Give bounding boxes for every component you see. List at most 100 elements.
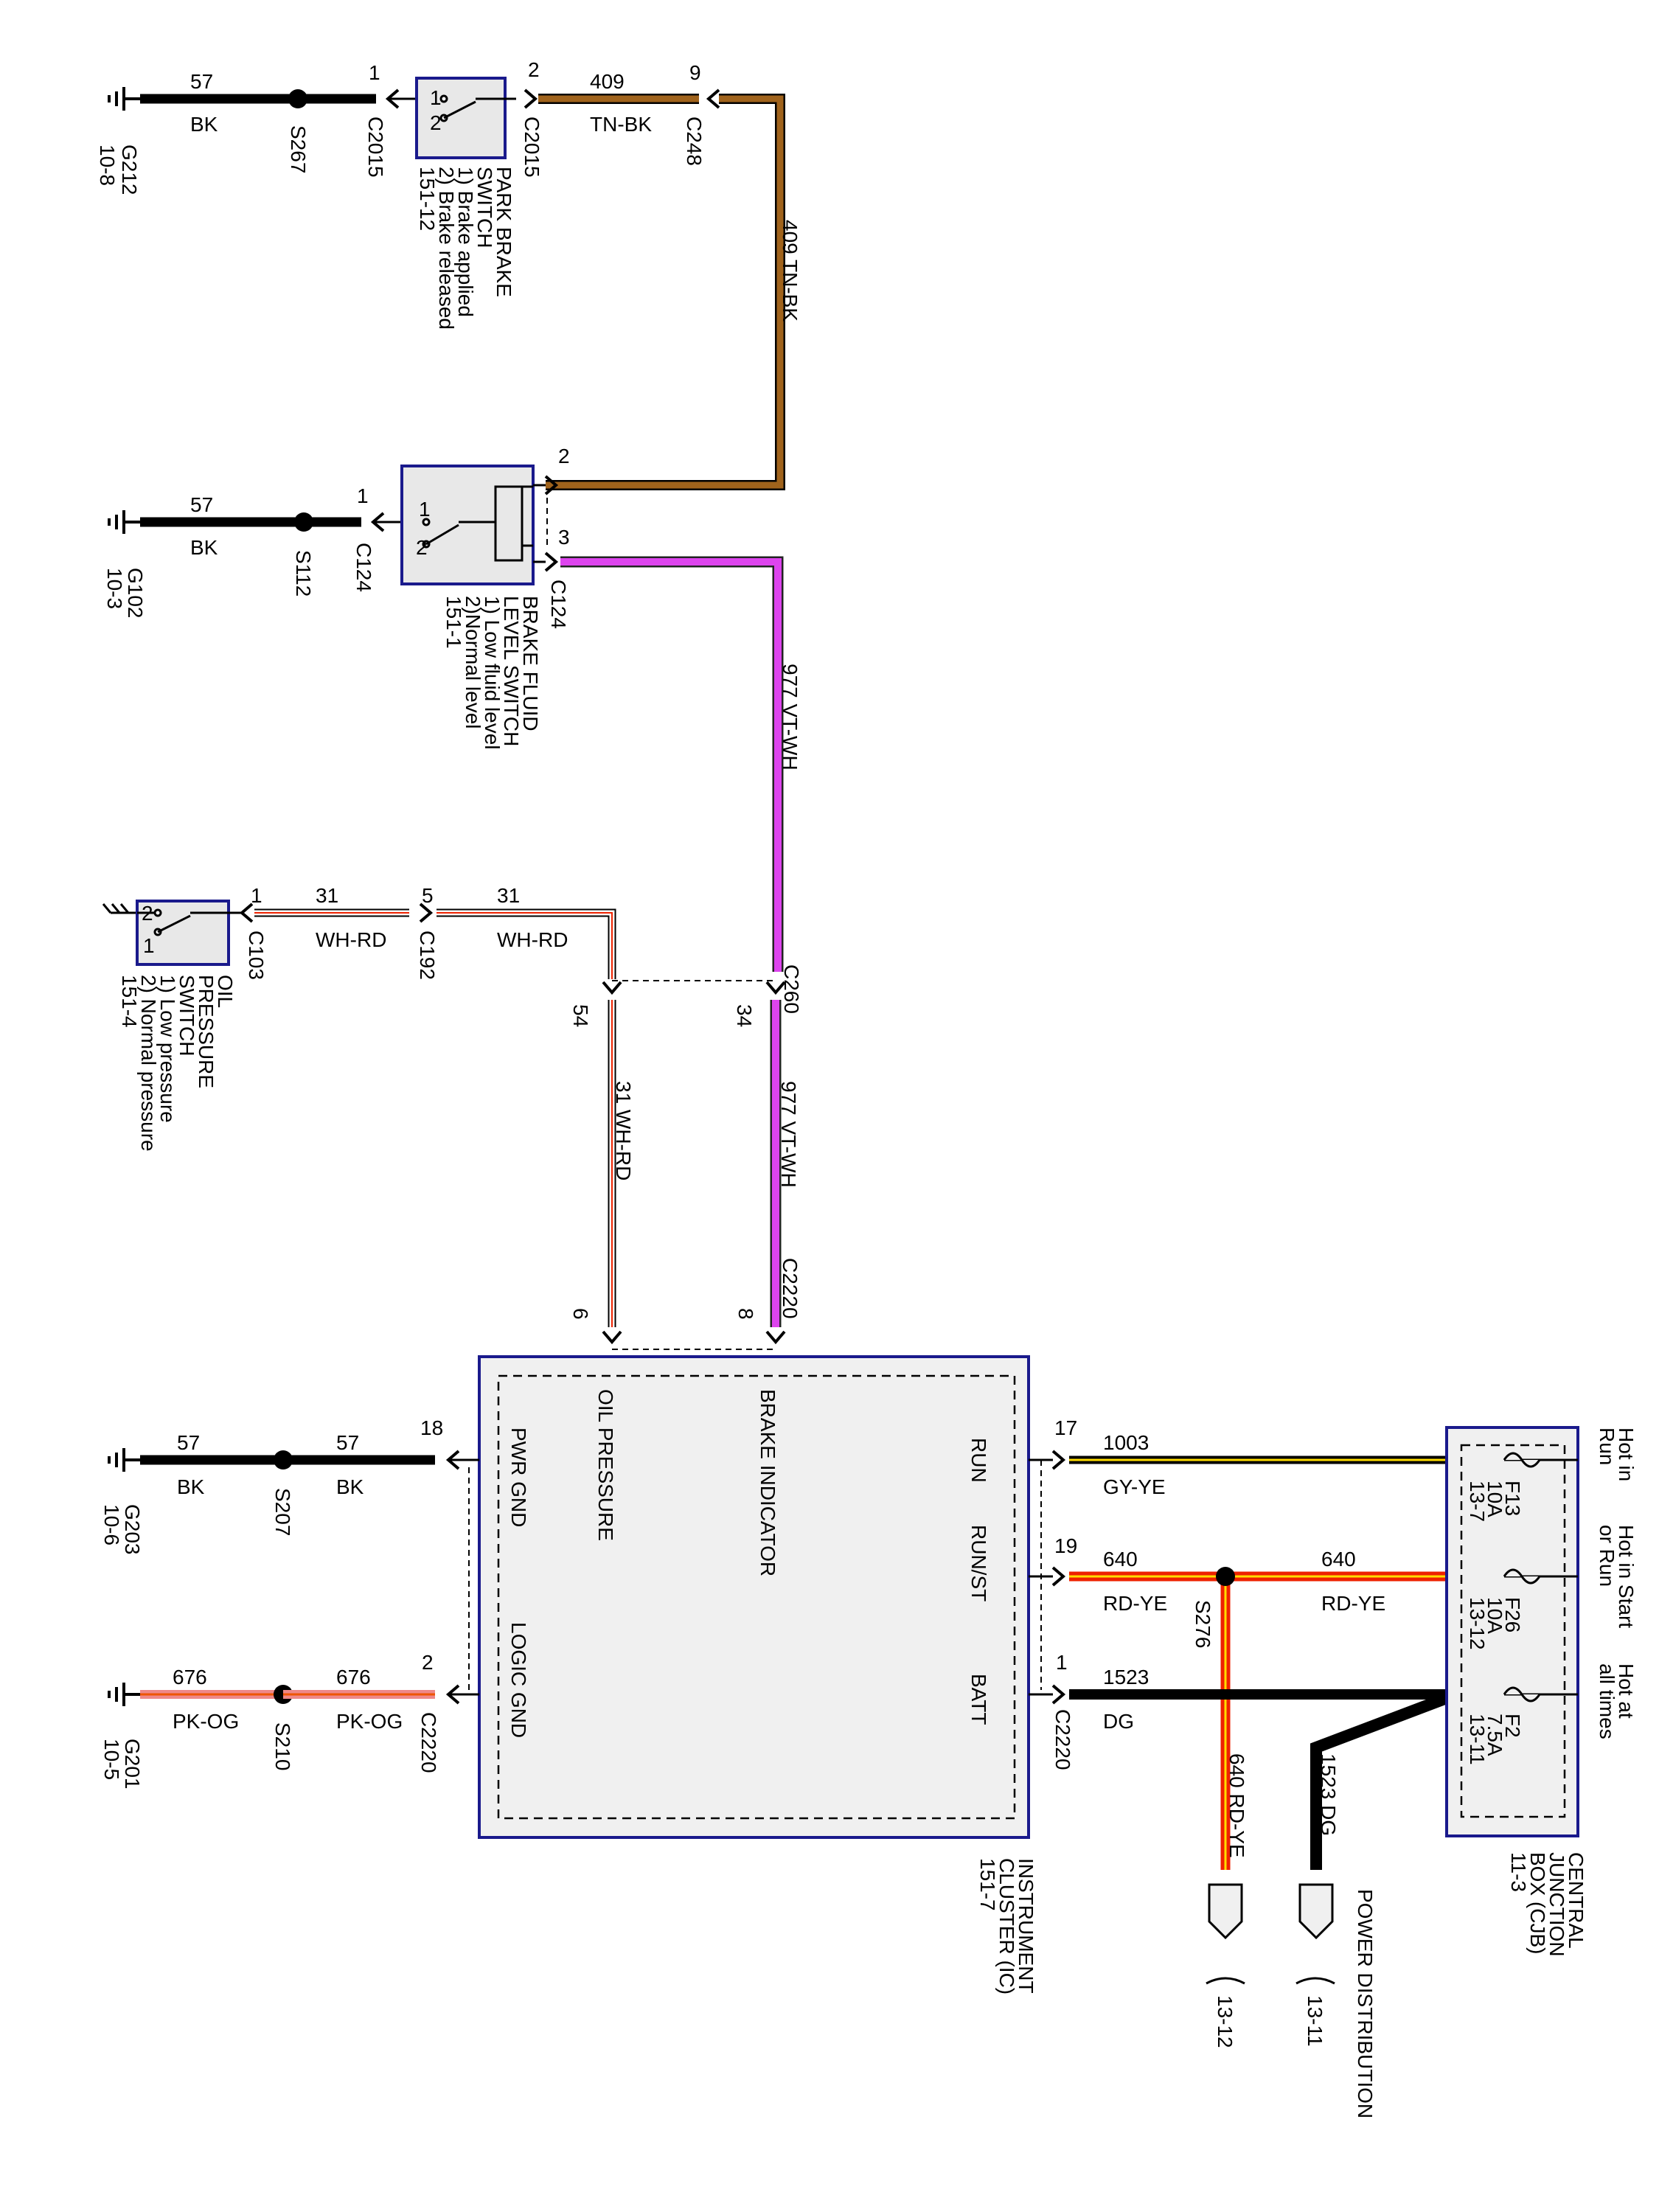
- oil-color-wh-rd-a: WH-RD: [316, 928, 386, 951]
- ground-g102-ref: 10-3: [103, 568, 126, 609]
- splice-s276-label: S276: [1192, 1600, 1214, 1648]
- pin-1-batt-label: 1: [1056, 1651, 1068, 1674]
- fuse-f26-name: F26: [1501, 1597, 1524, 1632]
- fluid-pin-3: 3: [558, 526, 570, 549]
- conn-c103-label: C103: [245, 931, 268, 980]
- g203-color-bk-b: BK: [336, 1475, 364, 1498]
- ic-label-oil-pressure: OIL PRESSURE: [594, 1389, 617, 1541]
- park-title-4: 2) Brake released: [435, 167, 458, 330]
- ref-arrow-13-12: [1208, 1883, 1243, 1940]
- runst-circuit-640-b: 640: [1321, 1548, 1356, 1571]
- ground-symbol-g102: [108, 510, 140, 534]
- conn-c2015-left-label: C2015: [364, 116, 387, 178]
- g201-color-pk-og-b: PK-OG: [336, 1710, 403, 1733]
- park-pin-2: 2: [528, 58, 540, 81]
- ground-symbol-g203: [108, 1448, 140, 1472]
- ic-label-pwr-gnd: PWR GND: [507, 1427, 530, 1527]
- pin-17-label: 17: [1054, 1416, 1077, 1439]
- g203-circuit-57-b: 57: [336, 1431, 359, 1454]
- g201-color-pk-og-a: PK-OG: [173, 1710, 239, 1733]
- pin-8-label: 8: [734, 1308, 757, 1320]
- conn-c260-label: C260: [780, 964, 803, 1014]
- park-color-bk: BK: [190, 113, 218, 136]
- oil-pressure-section: 2 1 1 31 WH-RD 5 31 WH-RD C103 C192 OIL …: [102, 884, 616, 1152]
- brake-fluid-section: 1 2 57 BK 1 2 3 G102 10-3 S112 C124 C124…: [103, 445, 801, 972]
- run-circuit-1003: 1003: [1103, 1431, 1149, 1454]
- splice-s276: [1216, 1567, 1235, 1586]
- park-circuit-57: 57: [190, 70, 213, 93]
- fluid-title-2: LEVEL SWITCH: [500, 596, 523, 746]
- hot-f26-line2: or Run: [1596, 1525, 1618, 1587]
- hot-f13-line1: Hot in: [1615, 1427, 1638, 1481]
- fuse-symbol-f26: [1503, 1568, 1541, 1585]
- runst-color-rd-ye-b: RD-YE: [1321, 1592, 1385, 1615]
- oil-color-wh-rd-b: WH-RD: [497, 928, 568, 951]
- hot-f26-line1: Hot in Start: [1615, 1525, 1638, 1628]
- oil-switch-pin-1: 1: [143, 934, 155, 957]
- park-switch-pin-2: 2: [430, 111, 442, 134]
- wire-977-vertical-label-lower: 977 VT-WH: [777, 1081, 800, 1188]
- g201-circuit-676-a: 676: [173, 1666, 207, 1688]
- ic-title-2: CLUSTER (IC): [995, 1858, 1018, 1994]
- conn-c192-label: C192: [416, 931, 439, 980]
- cjb-title-2: JUNCTION: [1545, 1852, 1568, 1957]
- fuse-f2-amps: 7.5A: [1484, 1714, 1506, 1756]
- wire-977-vertical-label-upper: 977 VT-WH: [779, 664, 801, 771]
- splice-s112-label: S112: [292, 550, 315, 597]
- lower-grounds: 57 BK 57 BK 18 G203 10-6 S207 676 PK-OG …: [100, 1416, 479, 1790]
- pin-54-label: 54: [569, 1004, 592, 1027]
- ic-label-run-st: RUN/ST: [967, 1525, 990, 1601]
- cjb-box: [1445, 1426, 1579, 1837]
- wire-31-vertical-label: 31 WH-RD: [612, 1081, 635, 1180]
- c260-c2220-section: C260 54 34 31 WH-RD 977 VT-WH C2220 6 8: [569, 964, 803, 1350]
- ground-g212-label: G212: [118, 145, 141, 195]
- fluid-title-3: 1) Low fluid level: [481, 596, 504, 750]
- cjb-title-4: 11-3: [1507, 1852, 1530, 1892]
- conn-c124-bottom-label: C124: [547, 580, 570, 629]
- pin-2-logic-label: 2: [422, 1651, 434, 1674]
- park-switch-pin-1: 1: [430, 86, 442, 109]
- oil-title-2: PRESSURE: [195, 975, 218, 1088]
- ground-g201-ref: 10-5: [100, 1739, 123, 1780]
- ref-13-12-label: 13-12: [1214, 1995, 1237, 2048]
- fuse-symbol-f13: [1503, 1452, 1541, 1468]
- ic-label-run: RUN: [967, 1438, 990, 1483]
- fuse-f2-name: F2: [1501, 1714, 1524, 1738]
- oil-title-4: 1) Low pressure: [156, 975, 179, 1123]
- fuse-f13-ref: 13-7: [1466, 1481, 1489, 1522]
- fluid-switch-pin-2: 2: [416, 536, 428, 559]
- hot-f2-line2: all times: [1596, 1663, 1618, 1739]
- ground-g201-label: G201: [121, 1739, 144, 1790]
- oil-title-3: SWITCH: [175, 975, 198, 1056]
- pin-34-label: 34: [733, 1004, 756, 1027]
- oil-title-6: 151-4: [118, 975, 141, 1028]
- pin-19-label: 19: [1054, 1534, 1077, 1557]
- connector-arrow-c260-oil: [602, 981, 622, 994]
- splice-s210-label: S210: [271, 1722, 294, 1770]
- conn-c124-left-label: C124: [352, 543, 375, 592]
- fuse-f26-ref: 13-12: [1466, 1597, 1489, 1650]
- park-title-5: 151-12: [416, 167, 439, 231]
- ref-bracket-13-12: [1206, 1977, 1245, 1985]
- park-pin-1: 1: [369, 61, 380, 84]
- run-color-gy-ye: GY-YE: [1103, 1475, 1166, 1498]
- wire-1523-vertical-label: 1523 DG: [1317, 1753, 1340, 1836]
- wire-409-vertical-label: 409 TN-BK: [779, 220, 801, 321]
- park-pin-9: 9: [689, 61, 701, 84]
- oil-switch-pin-2: 2: [142, 902, 153, 925]
- connector-arrow-c124-pin3: [544, 552, 557, 572]
- conn-c2220-right-label: C2220: [1051, 1709, 1074, 1770]
- fuse-f2-ref: 13-11: [1466, 1714, 1489, 1765]
- park-brake-switch-box: [415, 77, 507, 159]
- ic-label-brake-indicator: BRAKE INDICATOR: [757, 1389, 779, 1576]
- fuse-symbol-f2: [1503, 1686, 1541, 1703]
- runst-circuit-640-a: 640: [1103, 1548, 1138, 1571]
- ground-g212-ref: 10-8: [96, 145, 119, 186]
- brake-fluid-switch-symbol: [422, 485, 533, 562]
- park-title-1: PARK BRAKE: [493, 167, 515, 297]
- instrument-cluster-inner: [497, 1374, 1016, 1820]
- instrument-cluster-box: [478, 1355, 1030, 1839]
- wire-977-vt-wh-upper: [560, 556, 784, 972]
- oil-switch-ground-symbol: [102, 903, 137, 914]
- ref-13-11-label: 13-11: [1304, 1995, 1326, 2047]
